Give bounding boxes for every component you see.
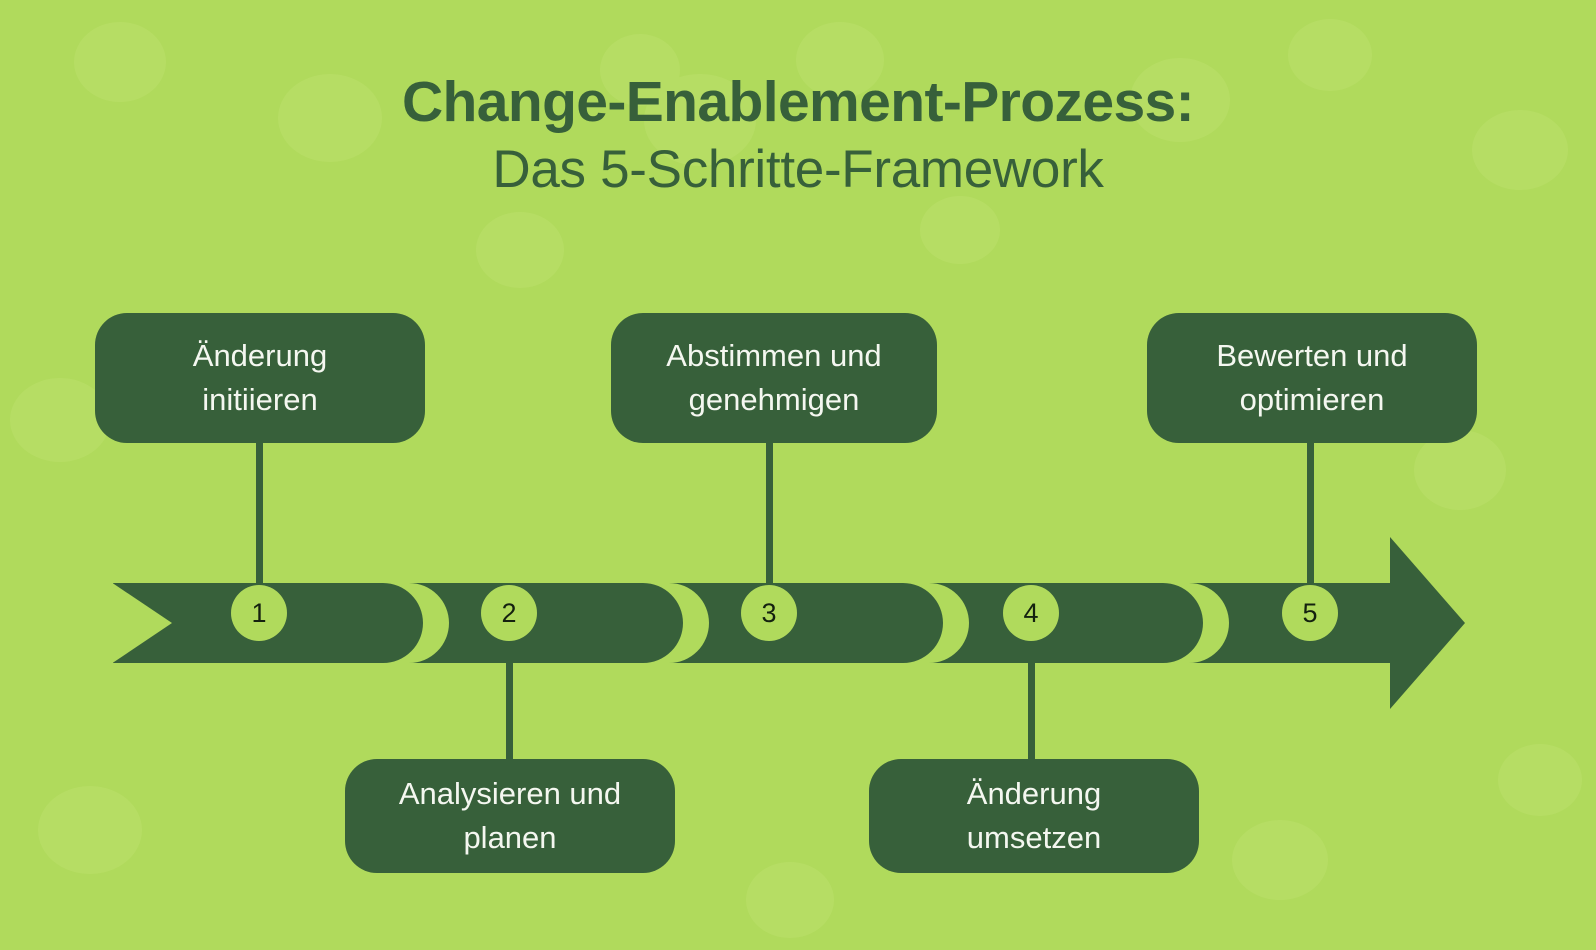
connector-stem-step-2 bbox=[506, 660, 513, 764]
step-number-badge-1[interactable]: 1 bbox=[231, 585, 287, 641]
title-line-secondary: Das 5-Schritte-Framework bbox=[492, 140, 1104, 200]
step-number-2-text: 2 bbox=[501, 597, 517, 628]
step-number-3-text: 3 bbox=[761, 597, 777, 628]
connector-stem-step-1 bbox=[256, 436, 263, 586]
step-number-badge-5[interactable]: 5 bbox=[1282, 585, 1338, 641]
title-line-primary: Change-Enablement-Prozess: bbox=[401, 70, 1195, 134]
step-number-1-text: 1 bbox=[251, 597, 267, 628]
connector-stem-step-3 bbox=[766, 436, 773, 586]
step-number-badge-4[interactable]: 4 bbox=[1003, 585, 1059, 641]
step-number-5-text: 5 bbox=[1302, 597, 1318, 628]
connector-stem-step-4 bbox=[1028, 660, 1035, 764]
connector-stem-step-5 bbox=[1307, 436, 1314, 586]
step-number-badge-2[interactable]: 2 bbox=[481, 585, 537, 641]
step-number-badge-3[interactable]: 3 bbox=[741, 585, 797, 641]
step-number-4-text: 4 bbox=[1023, 597, 1039, 628]
page-title: Change-Enablement-Prozess: Das 5-Schritt… bbox=[0, 72, 1596, 199]
